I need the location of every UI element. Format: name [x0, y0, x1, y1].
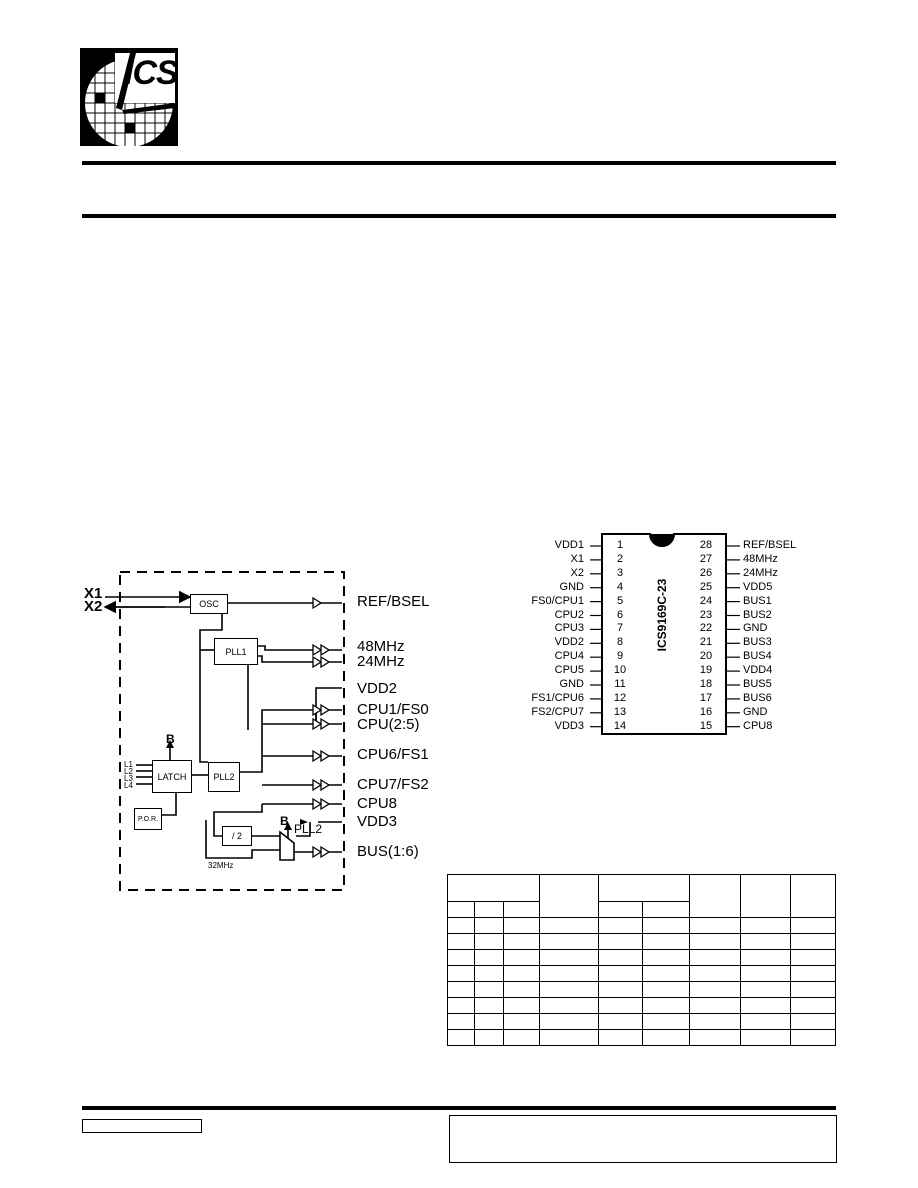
pin-left-number: 12 [613, 691, 627, 704]
pin-right-name: BUS5 [743, 678, 772, 690]
latch-input-l1: L1 [124, 760, 133, 769]
pin-left-number: 13 [613, 705, 627, 718]
pin-left-number: 11 [614, 678, 626, 690]
pin-left-name: X1 [570, 552, 584, 565]
pin-right-number: 24 [699, 594, 713, 607]
osc-block: OSC [190, 594, 228, 614]
latch-b-label: B [166, 732, 175, 746]
block-diagram: X1 X2 OSC PLL1 PLL2 LATCH P.O.R. / 2 L1 … [84, 571, 430, 891]
footer-info-box [449, 1115, 837, 1163]
pin-left-number: 9 [616, 650, 624, 663]
pin-right-name: CPU8 [743, 719, 773, 732]
por-block: P.O.R. [134, 808, 162, 830]
pin-right-name: 48MHz [743, 552, 778, 565]
pin-left-name: CPU4 [554, 650, 584, 663]
header-rule-bottom [82, 214, 836, 218]
pin-left-number: 6 [616, 608, 624, 621]
output-bus: BUS(1:6) [357, 843, 419, 860]
pin-left-name: VDD3 [554, 719, 584, 732]
pin-left-name: GND [559, 580, 584, 593]
header-rule-top [82, 161, 836, 165]
pin-right-name: GND [743, 705, 768, 718]
pin-left-number: 2 [616, 552, 624, 565]
pin-left-name: VDD1 [554, 539, 584, 551]
pll2-tag: PLL2 [294, 822, 323, 836]
pin-left-number: 14 [613, 719, 627, 732]
input-x1: X1 [84, 585, 103, 602]
frequency-table [446, 874, 836, 1046]
pin-left-name: GND [559, 678, 584, 690]
output-ref: REF/BSEL [357, 593, 430, 610]
div2-block: / 2 [222, 826, 252, 846]
pll2-block: PLL2 [208, 762, 240, 792]
pin-left-number: 1 [616, 539, 624, 551]
pin-left-number: 5 [616, 594, 624, 607]
pin-left-number: 3 [616, 566, 624, 579]
output-48mhz: 48MHz [357, 638, 405, 655]
pin-right-number: 21 [699, 636, 713, 649]
pin-right-number: 20 [699, 650, 713, 663]
pin-left-number: 4 [616, 580, 624, 593]
pin-right-number: 28 [699, 539, 713, 551]
pin-right-name: BUS6 [743, 691, 772, 704]
output-vdd3: VDD3 [357, 813, 398, 830]
pin-right-number: 25 [699, 580, 713, 593]
pin-right-name: GND [743, 622, 768, 635]
pin-right-name: BUS2 [743, 608, 772, 621]
pin-left-name: FS2/CPU7 [531, 705, 584, 718]
pin-right-name: REF/BSEL [743, 539, 797, 551]
pin-right-number: 26 [699, 566, 713, 579]
mux-b-label: B [280, 814, 289, 828]
latch-input-l3: L3 [124, 774, 133, 783]
pin-left-name: CPU3 [554, 622, 584, 635]
latch-block: LATCH [152, 760, 192, 793]
pin-left-name: X2 [570, 566, 584, 579]
pin-left-number: 8 [616, 636, 624, 649]
logo-text: ICS [124, 54, 179, 92]
pin-right-number: 16 [699, 705, 713, 718]
pin-right-number: 23 [699, 608, 713, 621]
pin-right-name: 24MHz [743, 566, 778, 579]
output-cpu1: CPU1/FS0 [357, 701, 429, 718]
pin-left-number: 7 [616, 622, 624, 635]
pin-left-name: FS1/CPU6 [531, 691, 584, 704]
footer-doc-box [82, 1119, 202, 1133]
pin-right-name: BUS4 [743, 650, 772, 663]
pin-right-name: BUS1 [743, 594, 772, 607]
pll1-block: PLL1 [214, 638, 258, 665]
pin-right-number: 17 [699, 691, 713, 704]
footer-rule [82, 1106, 836, 1110]
input-x2: X2 [84, 598, 103, 615]
pin-right-name: VDD4 [743, 664, 773, 677]
pin-right-name: VDD5 [743, 580, 773, 593]
pin-right-number: 18 [699, 678, 713, 690]
pin-right-number: 19 [699, 664, 713, 677]
latch-input-l4: L4 [124, 781, 133, 790]
output-cpu6: CPU6/FS1 [357, 746, 429, 763]
pin-left-name: VDD2 [554, 636, 584, 649]
pin-left-number: 10 [613, 664, 627, 677]
pin-left-name: CPU2 [554, 608, 584, 621]
pin-right-number: 15 [699, 719, 713, 732]
pin-right-number: 22 [699, 622, 713, 635]
pin-left-name: CPU5 [554, 664, 584, 677]
output-cpu7: CPU7/FS2 [357, 776, 429, 793]
output-vdd2: VDD2 [357, 680, 398, 697]
pin-right-number: 27 [699, 552, 713, 565]
output-cpu8: CPU8 [357, 795, 398, 812]
pin-left-name: FS0/CPU1 [531, 594, 584, 607]
latch-input-l2: L2 [124, 767, 133, 776]
ics-logo: ICS [80, 48, 179, 147]
pin-right-name: BUS3 [743, 636, 772, 649]
output-24mhz: 24MHz [357, 653, 405, 670]
output-cpu25: CPU(2:5) [357, 716, 420, 733]
mhz32-label: 32MHz [208, 861, 234, 870]
